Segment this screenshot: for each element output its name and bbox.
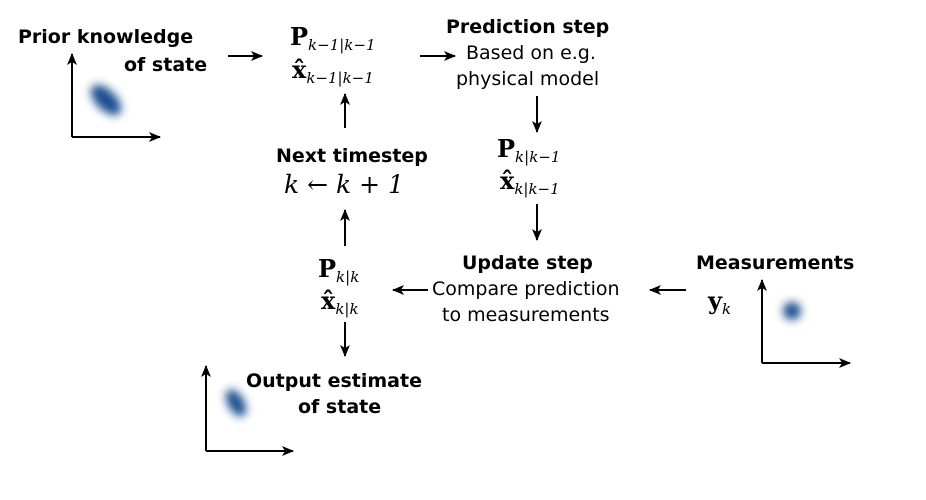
predicted-state-estimate: x̂k|k−1 [500,166,560,198]
measurement-gaussian-blob [783,302,801,320]
predicted-covariance-symbol: P [497,134,516,163]
timestep-k-plus-one: k + 1 [336,170,404,199]
updated-covariance-subscript: k|k [336,268,360,286]
updated-covariance-symbol: P [318,254,337,283]
prior-state-symbol: x̂ [292,55,307,84]
timestep-assign-arrow: ← [307,170,329,199]
prior-covariance-symbol: P [290,22,309,51]
prior-knowledge-label-line1: Prior knowledge [18,26,194,48]
timestep-k: k [284,170,300,199]
updated-state-symbol: x̂ [321,286,336,315]
predicted-state-symbol: x̂ [500,166,515,195]
prior-covariance: Pk−1|k−1 [290,22,376,54]
measurement-subscript: k [721,300,732,318]
measurement-distribution-plot [757,279,851,368]
measurement-vector: yk [708,286,732,318]
prior-covariance-subscript: k−1|k−1 [308,36,376,54]
predicted-state-subscript: k|k−1 [514,180,560,198]
timestep-increment: k ← k + 1 [284,170,404,199]
update-step-line1: Compare prediction [432,278,620,300]
prediction-step-line1: Based on e.g. [466,42,596,64]
update-step-line2: to measurements [442,304,610,326]
prior-gaussian-blob [90,84,122,116]
prediction-step-title: Prediction step [446,16,610,38]
update-step-title: Update step [462,252,593,274]
measurement-symbol: y [708,286,722,315]
output-distribution-plot [201,365,294,456]
output-gaussian-blob [225,389,247,417]
output-estimate-line2: of state [298,396,382,418]
prior-distribution-plot [67,53,161,142]
prior-knowledge-label-line2: of state [124,54,208,76]
updated-state-subscript: k|k [335,300,359,318]
measurements-title: Measurements [696,252,855,274]
predicted-covariance-subscript: k|k−1 [515,148,561,166]
prior-state-subscript: k−1|k−1 [306,69,374,87]
next-timestep-title: Next timestep [276,145,428,167]
prior-state-estimate: x̂k−1|k−1 [292,55,374,87]
output-estimate-line1: Output estimate [246,370,422,392]
updated-state-estimate: x̂k|k [321,286,359,318]
predicted-covariance: Pk|k−1 [497,134,561,166]
updated-covariance: Pk|k [318,254,360,286]
prediction-step-line2: physical model [456,68,600,90]
